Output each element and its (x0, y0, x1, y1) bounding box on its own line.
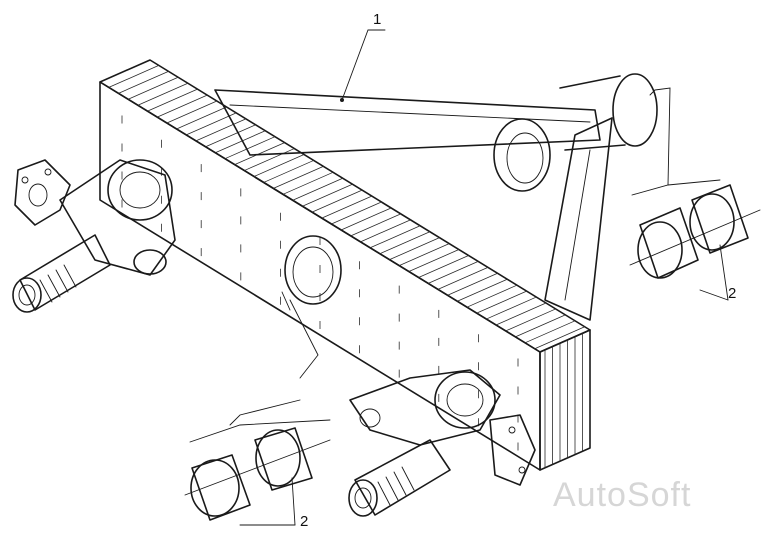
callout-bushing-left: 2 (300, 513, 308, 530)
beam-center-bore (284, 235, 342, 305)
right-spindle (354, 439, 451, 516)
leader-beam (341, 29, 386, 101)
left-bushing-1 (190, 459, 240, 517)
left-bushing-2 (255, 429, 301, 487)
rear-arm-strut (544, 117, 613, 321)
left-bushing-1-body (191, 454, 251, 521)
axle-beam (99, 59, 591, 471)
axle-beam-front-face (99, 81, 541, 471)
arm-eye-inner (506, 132, 544, 184)
left-knuckle-body (59, 159, 176, 276)
rear-arm (214, 73, 658, 321)
right-bushing-pair (629, 184, 761, 301)
callout-bushing-right: 2 (728, 285, 736, 302)
axle-beam-top-face (99, 59, 591, 353)
left-bushing-pair (184, 427, 331, 526)
right-bushing-1-body (639, 207, 699, 279)
left-steering-knuckle (12, 159, 176, 313)
arm-eye (493, 118, 551, 192)
left-knuckle-flange (14, 159, 71, 226)
axle-beam-hatching (108, 65, 585, 468)
beam-bore-notch (281, 291, 291, 311)
right-steering-knuckle (348, 369, 536, 517)
right-bushing-1 (637, 221, 683, 279)
callout-beam: 1 (373, 11, 381, 28)
right-knuckle-arm (349, 369, 501, 446)
right-bushing-2-body (691, 184, 749, 254)
rear-arm-upper (214, 89, 601, 156)
leader-right-axis (654, 87, 671, 186)
leader-left-axis (289, 299, 319, 379)
beam-center-bore-inner (292, 246, 334, 298)
right-knuckle-flange (489, 414, 536, 486)
leader-lines (189, 29, 721, 443)
arm-tube-outer-end (612, 73, 658, 147)
axle-beam-end-face (539, 329, 591, 471)
left-spindle (19, 234, 111, 311)
right-bushing-2 (689, 193, 735, 251)
watermark-logo: AutoSoft (553, 476, 691, 514)
left-bushing-2-body (254, 427, 313, 491)
